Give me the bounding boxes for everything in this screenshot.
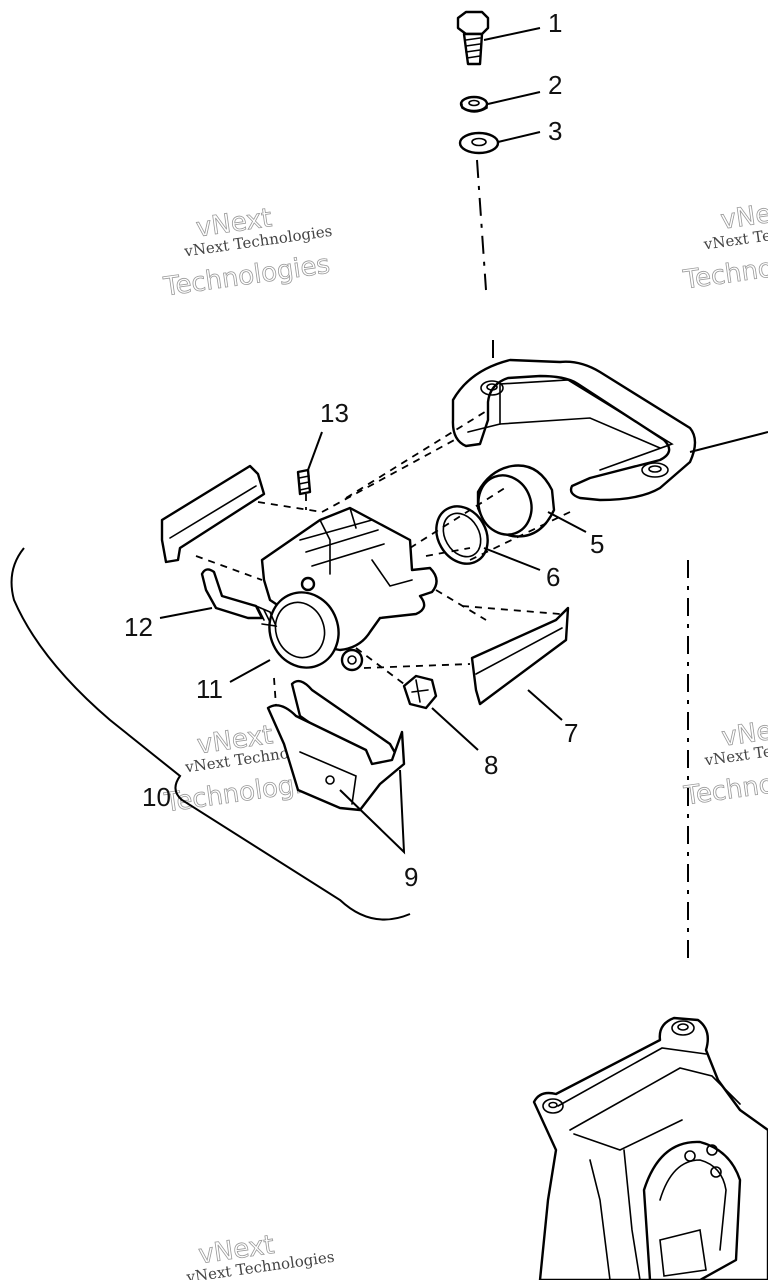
caliper-body (260, 506, 438, 672)
part-12-bleeder-tube (200, 568, 278, 627)
part-7-pad-shim (470, 606, 570, 706)
callout-2: 2 (548, 70, 562, 100)
callout-9: 9 (404, 862, 418, 892)
callout-8: 8 (484, 750, 498, 780)
callout-3: 3 (548, 116, 562, 146)
part-5-piston (476, 464, 556, 538)
callout-7: 7 (564, 718, 578, 748)
pad-shim-upper (160, 464, 266, 564)
callout-11: 11 (196, 674, 223, 704)
part-8-nut (402, 674, 438, 710)
callout-leaders (159, 27, 587, 855)
part-2-lock-washer (459, 95, 489, 113)
watermark-top-right: vNext vNext Technologies Technologies (680, 195, 768, 296)
assembly-guide-lines (195, 409, 571, 707)
callout-12: 12 (124, 612, 153, 642)
caliper-bracket (451, 358, 768, 502)
pad-group-bracket (10, 547, 411, 921)
bolt-axis-line (476, 159, 487, 291)
callout-5: 5 (590, 529, 604, 559)
callout-1: 1 (548, 8, 562, 38)
part-3-flat-washer (458, 131, 500, 155)
watermark-bottom-left: vNext vNext Technologies (184, 1230, 335, 1280)
part-9-brake-pads (266, 679, 406, 812)
watermark-top-left: vNext vNext Technologies Technologies (161, 203, 333, 303)
part-1-bolt (456, 10, 490, 66)
part-13-bleed-screw (296, 468, 312, 496)
lower-frame-mount (532, 1016, 768, 1280)
callout-6: 6 (546, 562, 560, 592)
callout-13: 13 (320, 398, 349, 428)
callout-labels: 1 2 3 5 6 7 8 9 10 11 12 13 (124, 8, 604, 892)
part-6-seal-ring (435, 505, 489, 565)
callout-10: 10 (142, 782, 171, 812)
